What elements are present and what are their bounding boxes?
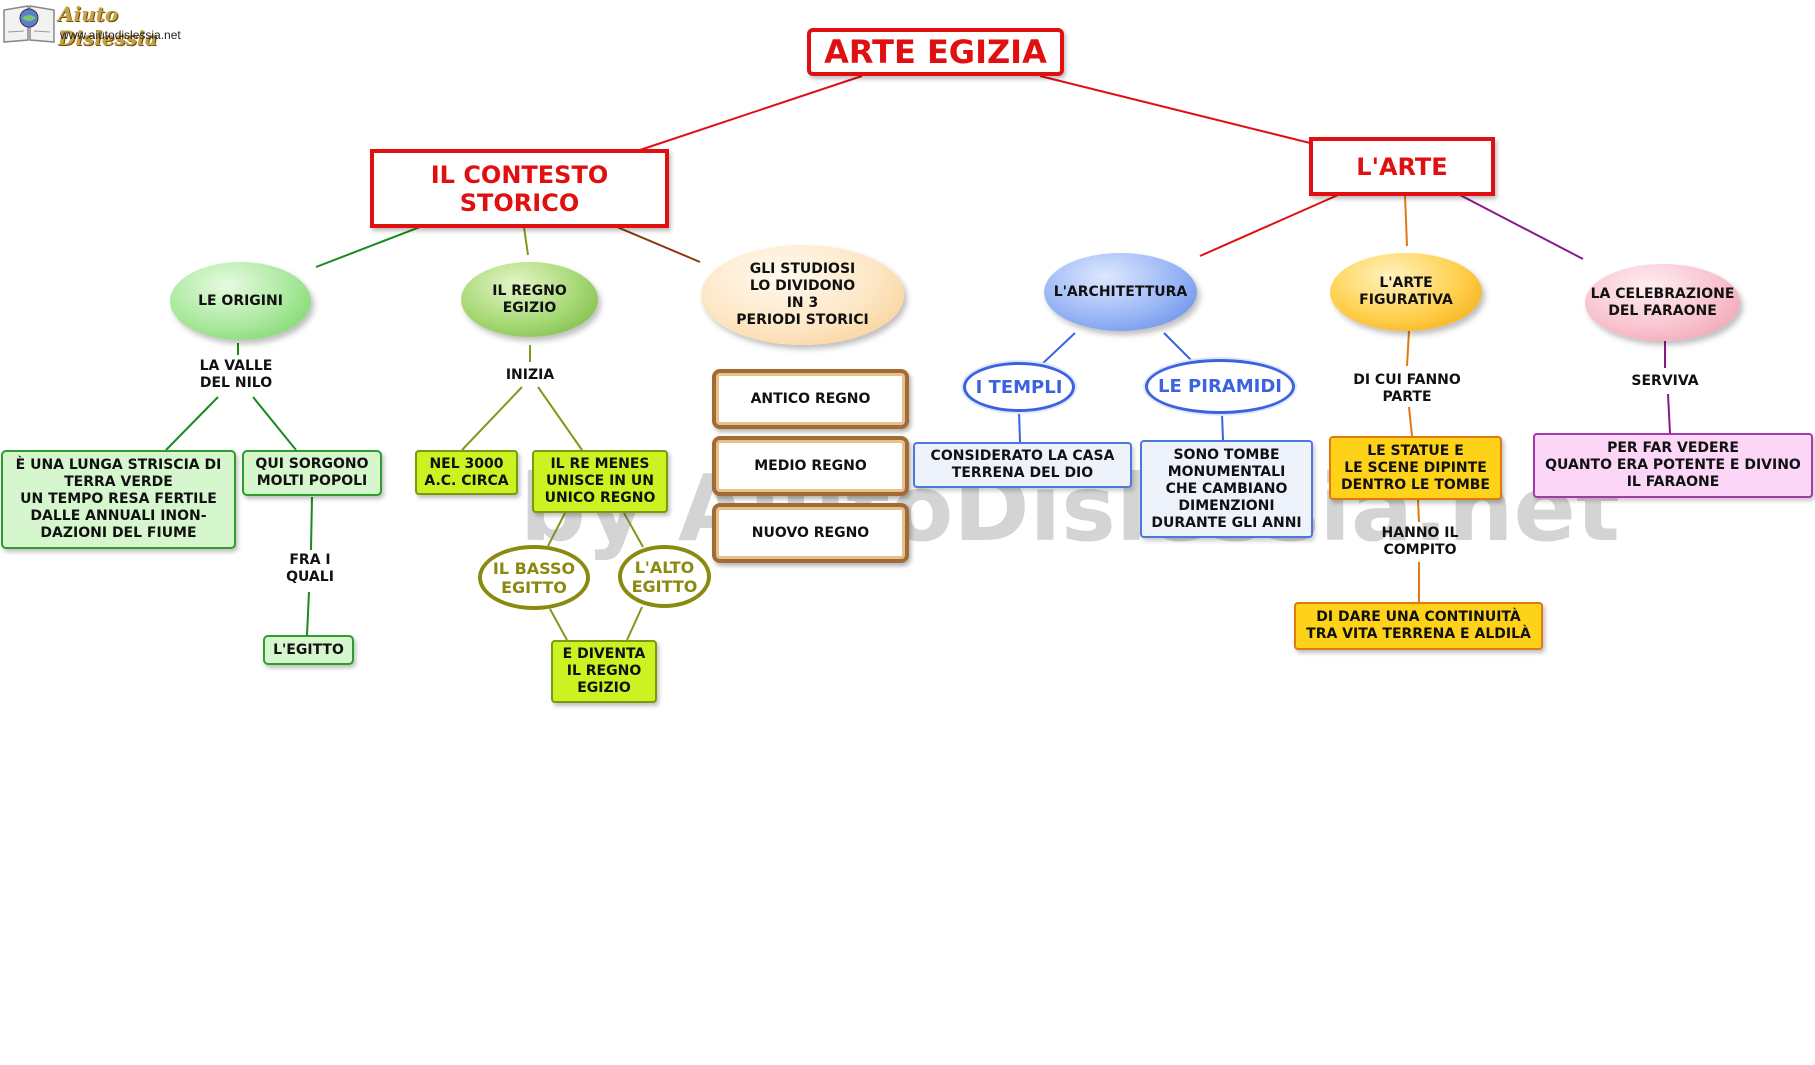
connector-contesto-periodi <box>616 226 701 263</box>
connector-arte-architettura <box>1199 194 1339 257</box>
node-architettura: L'ARCHITETTURA <box>1044 253 1197 331</box>
node-egitto: L'EGITTO <box>263 635 354 665</box>
heading-contesto-storico: IL CONTESTO STORICO <box>370 149 669 228</box>
connector-link-data <box>461 386 523 451</box>
node-statue-scene: LE STATUE E LE SCENE DIPINTE DENTRO LE T… <box>1329 436 1502 500</box>
connector-arte-celebrazione <box>1459 194 1584 260</box>
node-celebrazione-faraone: LA CELEBRAZIONE DEL FARAONE <box>1585 264 1740 341</box>
node-potente-divino: PER FAR VEDERE QUANTO ERA POTENTE E DIVI… <box>1533 433 1813 498</box>
link-valle-del-nilo: LA VALLE DEL NILO <box>199 358 273 391</box>
map-title: ARTE EGIZIA <box>807 28 1064 76</box>
connector-architettura-piramidi <box>1163 332 1192 361</box>
node-periodi-storici: GLI STUDIOSI LO DIVIDONO IN 3 PERIODI ST… <box>701 245 904 345</box>
node-le-origini: LE ORIGINI <box>170 262 311 340</box>
connector-basso-diventa <box>549 608 568 641</box>
book-icon <box>3 5 55 43</box>
node-lunga-striscia: È UNA LUNGA STRISCIA DI TERRA VERDE UN T… <box>1 450 236 549</box>
link-di-cui-fanno-parte: DI CUI FANNO PARTE <box>1353 372 1461 405</box>
node-arte-figurativa: L'ARTE FIGURATIVA <box>1330 253 1482 331</box>
node-casa-terrena: CONSIDERATO LA CASA TERRENA DEL DIO <box>913 442 1132 488</box>
site-logo[interactable]: Aiuto Dislessia www.aiutodislessia.net <box>2 2 202 50</box>
connector-templi-desc <box>1018 411 1021 443</box>
node-antico-regno: ANTICO REGNO <box>712 369 909 429</box>
connector-contesto-regno <box>523 226 529 256</box>
connector-link-statue <box>1408 406 1413 437</box>
node-re-menes: IL RE MENES UNISCE IN UN UNICO REGNO <box>532 450 668 513</box>
node-le-piramidi: LE PIRAMIDI <box>1145 359 1295 414</box>
logo-url: www.aiutodislessia.net <box>60 28 181 42</box>
connector-alto-diventa <box>626 606 643 641</box>
connector-link-popoli <box>252 396 297 451</box>
node-regno-egizio: IL REGNO EGIZIO <box>461 262 598 337</box>
node-basso-egitto: IL BASSO EGITTO <box>478 545 590 610</box>
node-qui-sorgono: QUI SORGONO MOLTI POPOLI <box>242 450 382 496</box>
connector-architettura-templi <box>1040 332 1076 366</box>
link-serviva: SERVIVA <box>1631 373 1699 389</box>
connector-statue-link2 <box>1417 499 1420 523</box>
node-alto-egitto: L'ALTO EGITTO <box>618 545 711 608</box>
link-inizia: INIZIA <box>505 367 555 383</box>
connector-menes-alto <box>623 512 644 548</box>
connector-menes-basso <box>547 512 566 547</box>
connector-figurativa-link <box>1406 330 1410 367</box>
logo-title: Aiuto Dislessia <box>58 2 158 50</box>
connector-link2-egitto <box>306 591 310 636</box>
connector-arte-figurativa <box>1404 194 1408 247</box>
node-nuovo-regno: NUOVO REGNO <box>712 503 909 563</box>
link-hanno-il-compito: HANNO IL COMPITO <box>1381 525 1459 558</box>
connector-link-desc <box>1667 393 1671 434</box>
connector-link-striscia <box>165 396 219 451</box>
node-continuita: DI DARE UNA CONTINUITÀ TRA VITA TERRENA … <box>1294 602 1543 650</box>
connector-piramidi-desc <box>1221 413 1224 441</box>
node-nel-3000: NEL 3000 A.C. CIRCA <box>415 450 518 495</box>
heading-arte: L'ARTE <box>1309 137 1495 196</box>
node-i-templi: I TEMPLI <box>963 362 1075 412</box>
node-medio-regno: MEDIO REGNO <box>712 436 909 496</box>
connector-link-menes <box>537 386 583 451</box>
node-tombe-monumentali: SONO TOMBE MONUMENTALI CHE CAMBIANO DIME… <box>1140 440 1313 538</box>
link-fra-i-quali: FRA I QUALI <box>286 552 334 585</box>
node-diventa-regno: E DIVENTA IL REGNO EGIZIO <box>551 640 657 703</box>
connector-contesto-origini <box>315 226 421 268</box>
connector-title-arte <box>1039 75 1311 144</box>
connector-title-contesto <box>639 75 863 151</box>
connector-popoli-link2 <box>310 496 313 551</box>
